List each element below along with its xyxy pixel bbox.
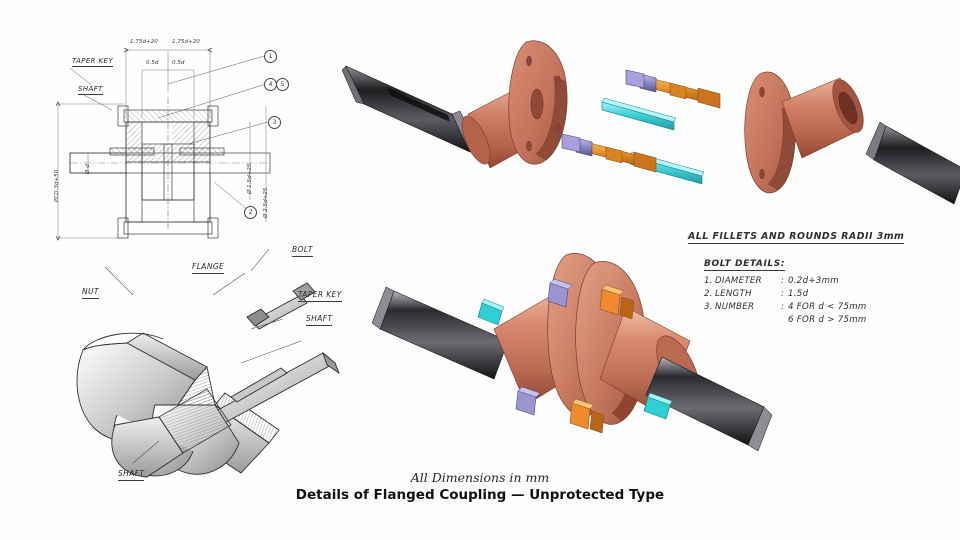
exploded-view — [330, 18, 960, 228]
bolt-heads — [569, 284, 635, 434]
dim-shaft-dia: Ø d — [85, 164, 91, 174]
bolt-row-number: 1. — [704, 276, 713, 286]
dim-pcd: PCD 3d+50 — [54, 169, 60, 202]
bolt-detail-row: 2. LENGTH : 1.5d — [704, 289, 867, 299]
balloon-3: 3 — [268, 116, 281, 129]
bolt-row-colon — [781, 315, 788, 325]
label-nut: NUT — [82, 287, 99, 299]
taper-key-1 — [601, 97, 677, 131]
dim-flange-dia: Ø 2.5d+25 — [263, 187, 269, 218]
bolt-row-label: LENGTH — [715, 289, 752, 299]
bolt-row-number: 3. — [704, 302, 713, 312]
bolt-row-value: 0.2d+3mm — [788, 276, 839, 286]
dim-hub-right: 0.5d — [172, 60, 185, 66]
balloon-1: 1 — [264, 50, 277, 63]
balloon-5: 5 — [276, 78, 289, 91]
left-flange — [461, 40, 568, 169]
left-shaft — [341, 65, 479, 153]
bolt-row-number: 2. — [704, 289, 713, 299]
orthographic-view: 1.75d+20 1.75d+20 0.5d 0.5d PCD 3d+50 Ø … — [18, 22, 318, 241]
bolt-details-title: BOLT DETAILS: — [704, 259, 786, 271]
dim-len-left: 1.75d+20 — [130, 39, 158, 45]
bolt-row-value: 6 FOR d > 75mm — [788, 315, 867, 325]
dim-len-right: 1.75d+20 — [172, 39, 200, 45]
bolt-row-number — [704, 315, 715, 325]
caption-dimensions: All Dimensions in mm — [410, 470, 550, 485]
key-left — [477, 298, 505, 326]
isometric-section-view — [55, 248, 345, 480]
right-flange — [744, 71, 864, 194]
bolt-row-colon: : — [781, 276, 785, 286]
nut-heads — [515, 278, 573, 416]
label-flange: FLANGE — [192, 262, 225, 274]
label-bolt: BOLT — [292, 245, 313, 257]
bolt-detail-row: 1. DIAMETER : 0.2d+3mm — [704, 276, 867, 286]
bolt-detail-row: 3. NUMBER : 4 FOR d < 75mm — [704, 302, 867, 312]
key-right — [643, 392, 673, 420]
bolt-row-value: 4 FOR d < 75mm — [788, 302, 867, 312]
bolt-row-label: DIAMETER — [715, 276, 762, 286]
label-shaft-ortho: SHAFT — [78, 85, 103, 96]
note-fillets: ALL FILLETS AND ROUNDS RADII 3mm — [688, 231, 905, 244]
bolt-1 — [625, 69, 721, 109]
bolt-detail-row: 6 FOR d > 75mm — [704, 315, 867, 325]
bolt-row-label — [715, 315, 781, 325]
bolt-row-colon: : — [781, 289, 785, 299]
right-shaft — [865, 121, 960, 205]
dim-hub-left: 0.5d — [146, 60, 159, 66]
shaft-right — [645, 356, 773, 452]
balloon-2: 2 — [244, 206, 257, 219]
ortho-leader-lines — [69, 67, 113, 111]
bolt-row-label: NUMBER — [715, 302, 755, 312]
label-shaft-iso-2: SHAFT — [118, 469, 145, 481]
shaft-left — [371, 286, 509, 380]
bolt-details-block: BOLT DETAILS: 1. DIAMETER : 0.2d+3mm 2. … — [704, 253, 867, 325]
caption-title: Details of Flanged Coupling — Unprotecte… — [295, 487, 665, 503]
label-taper-key-iso: TAPER KEY — [298, 290, 342, 302]
bolt-2 — [561, 133, 657, 173]
label-taper-key-ortho: TAPER KEY — [72, 57, 114, 68]
bolt-row-value: 1.5d — [788, 289, 809, 299]
label-shaft-iso: SHAFT — [306, 314, 333, 326]
bolt-row-colon: : — [781, 302, 785, 312]
assembled-view — [371, 245, 773, 475]
dim-hub-dia: Ø 1.5d+25 — [247, 163, 253, 194]
